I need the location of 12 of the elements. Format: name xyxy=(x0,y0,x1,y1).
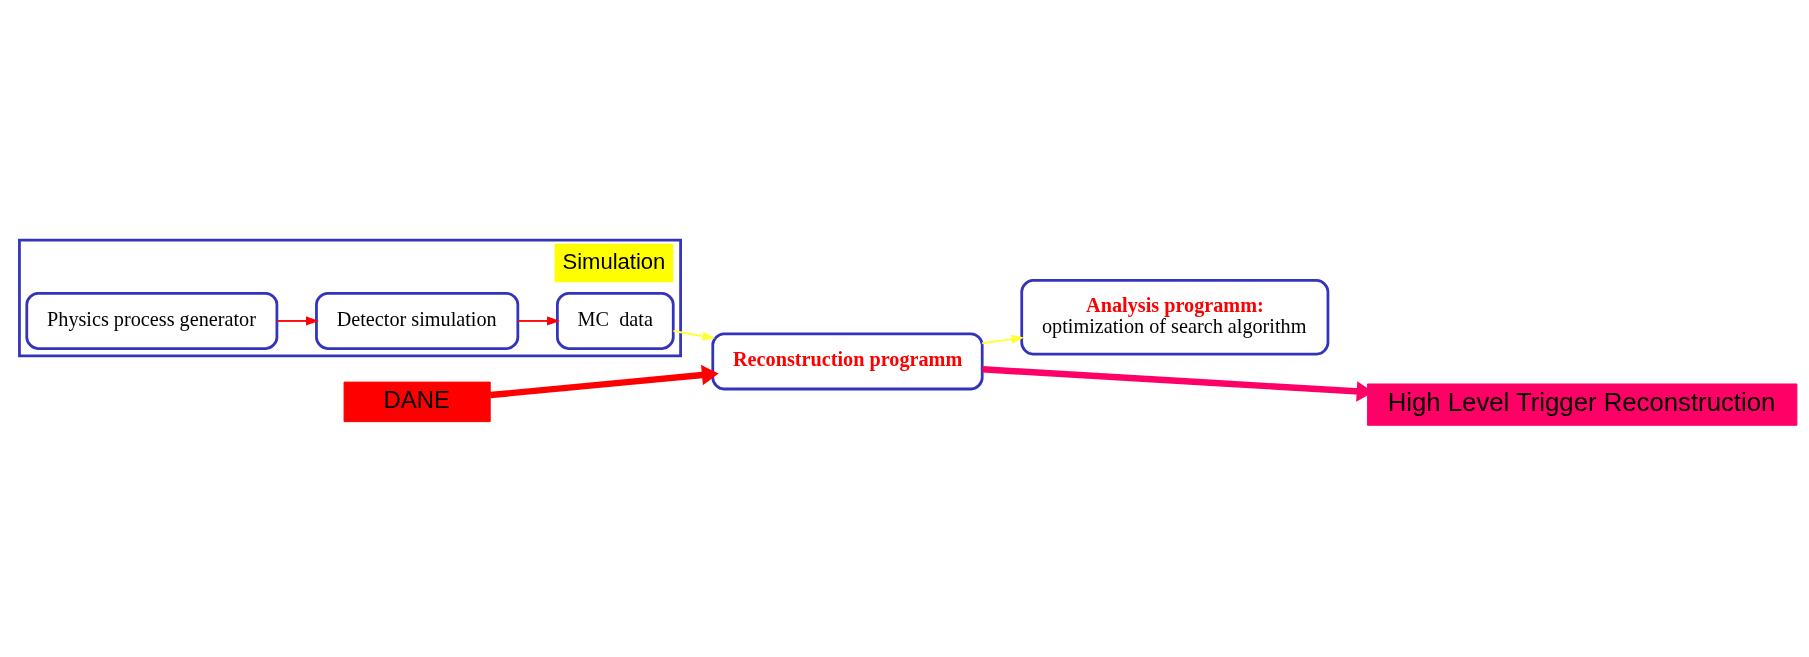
node-box: Analysis programm: optimization of search algorithm xyxy=(1020,278,1330,355)
arrow xyxy=(517,315,560,325)
arrow xyxy=(672,329,716,341)
node-box: Physics process generator xyxy=(25,291,279,350)
node-box: DANE xyxy=(343,381,491,422)
arrow xyxy=(276,315,319,325)
arrow xyxy=(981,334,1025,344)
node-box: Detector simulation xyxy=(315,291,520,350)
node-box: MC data xyxy=(556,291,675,350)
node-box: Reconstruction programm xyxy=(711,331,984,390)
node-box: High Level Trigger Reconstruction xyxy=(1367,383,1798,426)
arrow xyxy=(489,364,719,398)
